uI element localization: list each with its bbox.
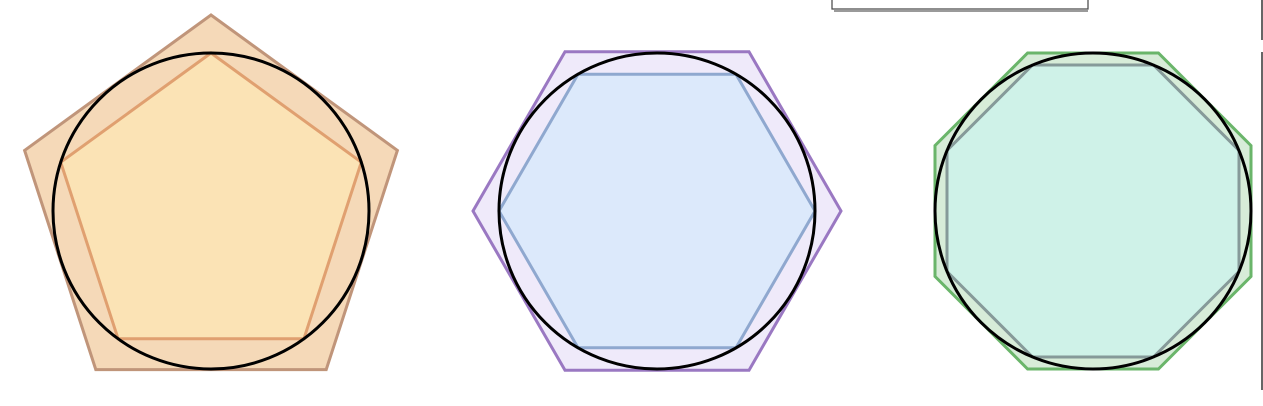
inner-octagon xyxy=(945,63,1241,359)
hexagon-figure xyxy=(471,50,843,372)
circle-pentagon xyxy=(51,51,371,371)
toolbar-fragment xyxy=(831,0,1089,12)
pentagon-figure xyxy=(22,13,400,372)
octagon-figure xyxy=(933,51,1253,371)
circle-hexagon xyxy=(497,51,817,371)
circle-octagon xyxy=(933,51,1253,371)
inner-pentagon xyxy=(58,51,364,341)
